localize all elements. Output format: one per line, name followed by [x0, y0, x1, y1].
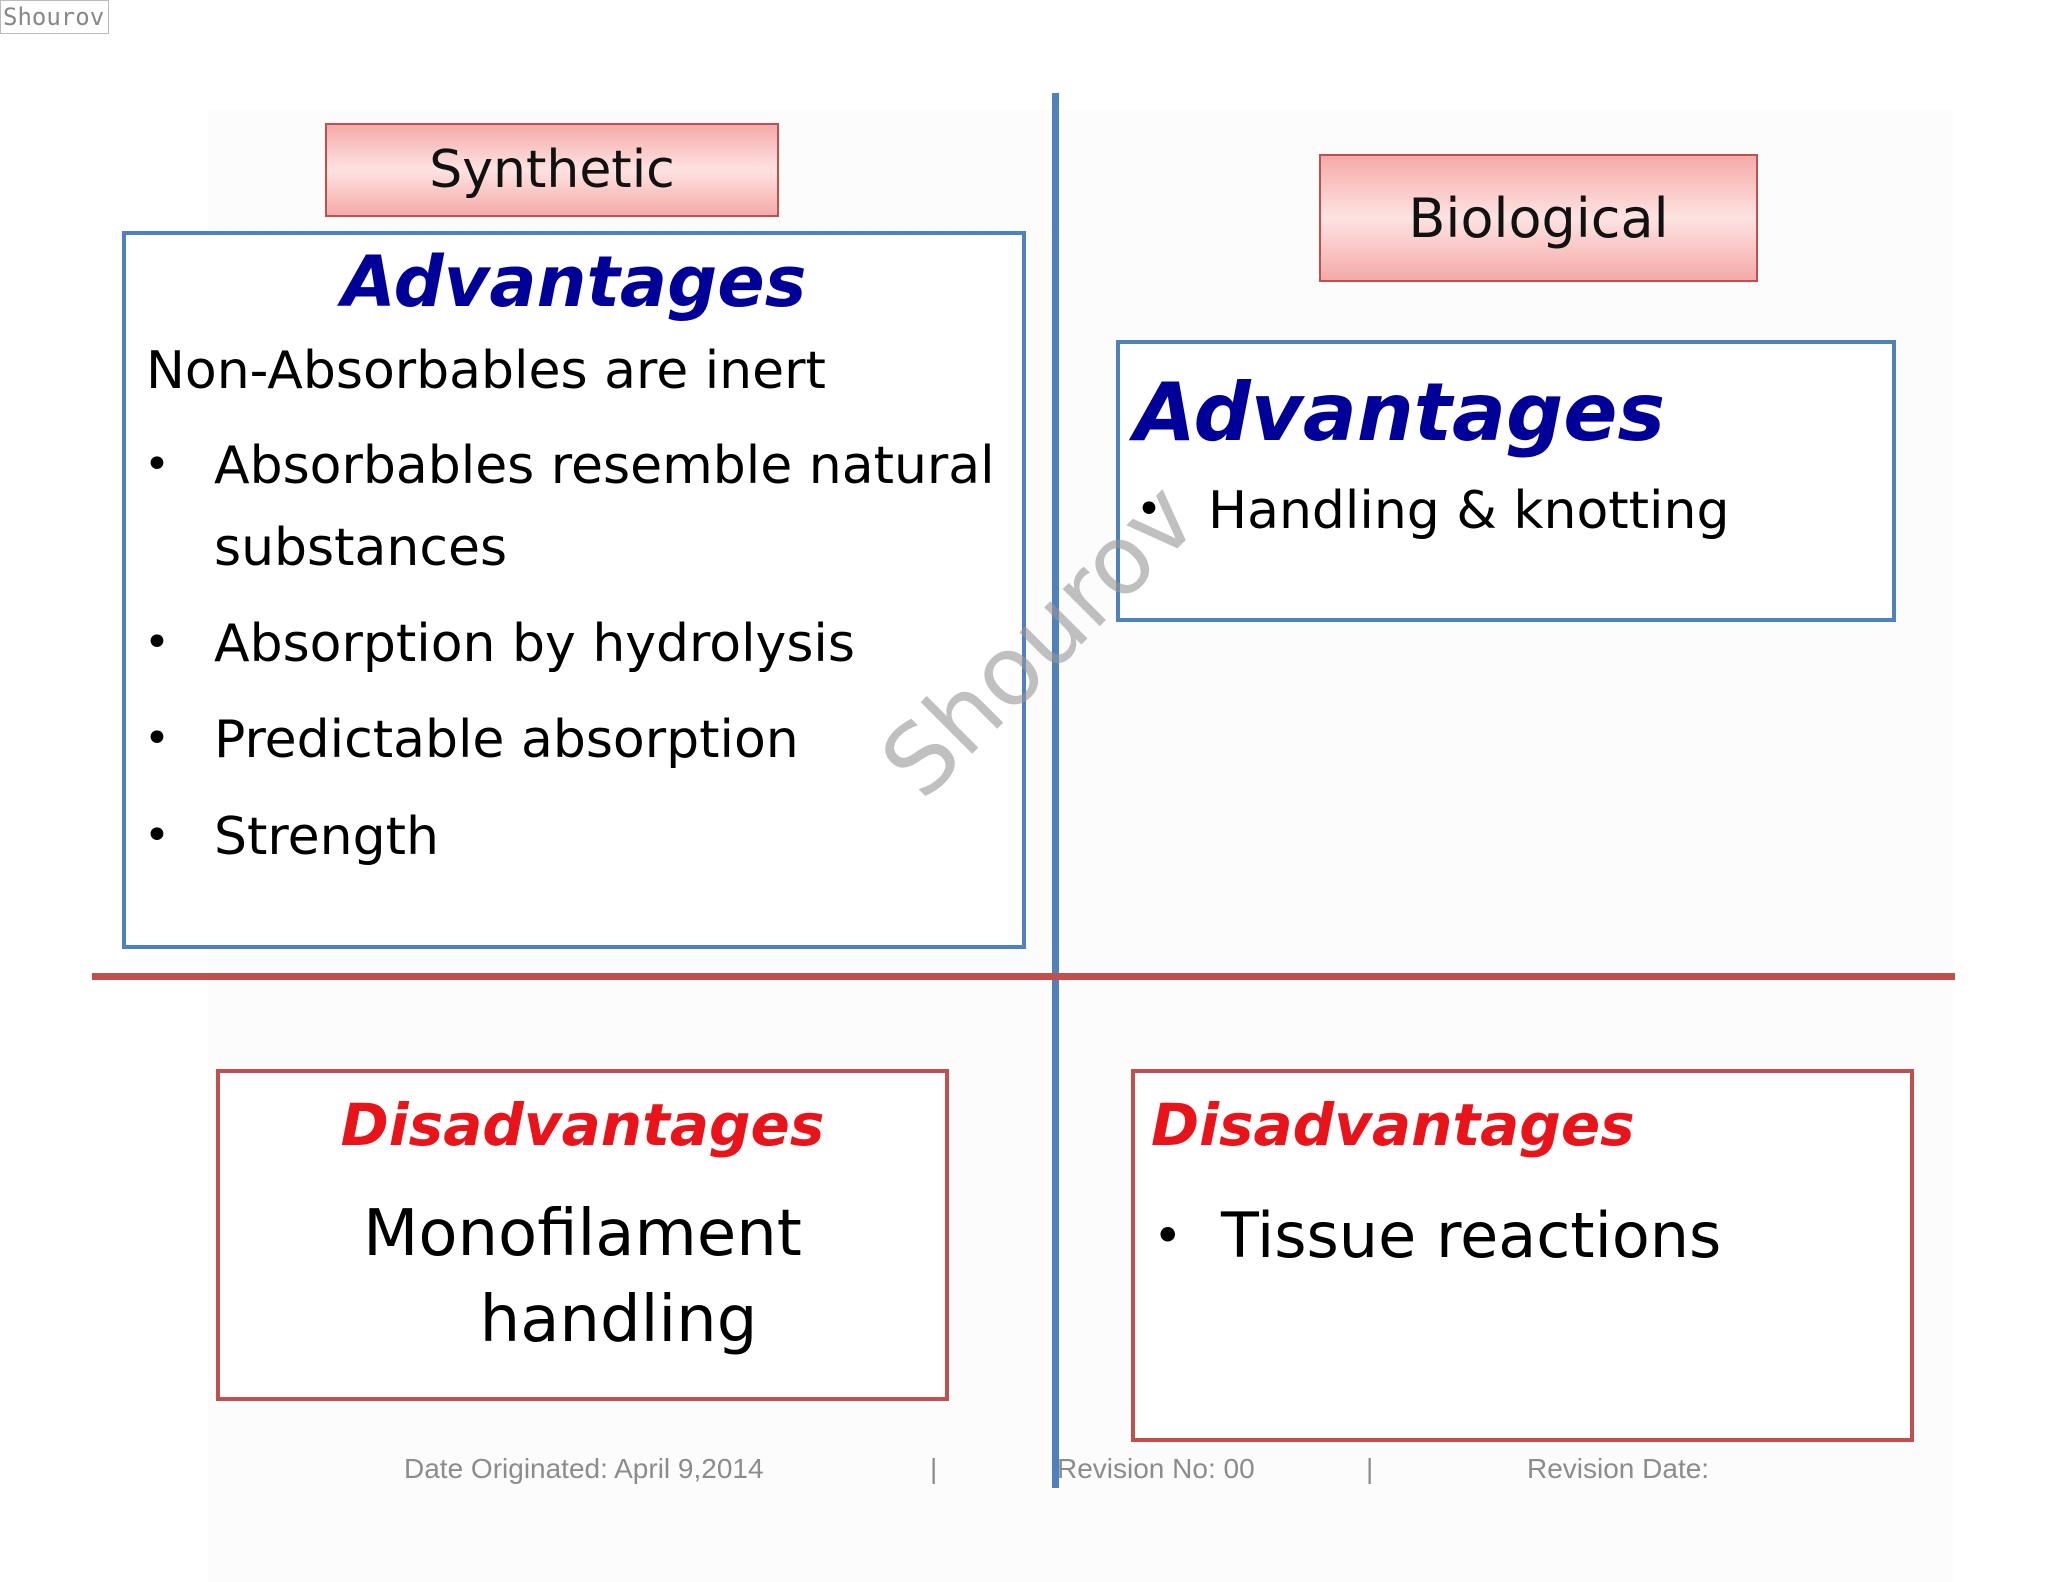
biological-advantages-box: Advantages • Handling & knotting	[1116, 340, 1896, 622]
biological-tag: Biological	[1319, 154, 1758, 282]
vertical-divider	[1052, 93, 1059, 1488]
synthetic-advantages-box: Advantages Non-Absorbables are inert • A…	[122, 231, 1026, 949]
bullet-icon: •	[1153, 1207, 1183, 1265]
synthetic-disadvantages-text: Monofilament handling	[220, 1191, 945, 1363]
bullet-icon: •	[144, 713, 170, 764]
list-item-line: Tissue reactions	[1221, 1199, 1722, 1272]
list-item-line: Absorbables resemble natural	[214, 436, 995, 496]
footer-date-originated: Date Originated: April 9,2014	[404, 1453, 764, 1484]
synthetic-disadvantages-line: Monofilament	[363, 1197, 802, 1271]
list-item-line: Handling & knotting	[1208, 481, 1730, 541]
biological-tag-label: Biological	[1408, 186, 1669, 250]
footer-revision-date: Revision Date:	[1527, 1453, 1710, 1484]
biological-disadvantages-heading: Disadvantages	[1151, 1091, 1635, 1159]
synthetic-advantages-intro: Non-Absorbables are inert	[146, 341, 826, 401]
synthetic-disadvantages-heading: Disadvantages	[340, 1091, 825, 1159]
bullet-icon: •	[1136, 484, 1162, 535]
bullet-icon: •	[144, 439, 170, 490]
biological-disadvantages-box: Disadvantages • Tissue reactions	[1131, 1069, 1914, 1442]
corner-watermark-label: Shourov	[0, 0, 110, 34]
bullet-icon: •	[144, 810, 170, 861]
bullet-icon: •	[144, 617, 170, 668]
list-item-line: Absorption by hydrolysis	[214, 614, 855, 674]
footer-separator: |	[1366, 1453, 1374, 1484]
synthetic-tag: Synthetic	[325, 123, 779, 217]
synthetic-disadvantages-line: handling	[479, 1283, 758, 1357]
footer-revision-no: Revision No: 00	[1057, 1453, 1255, 1484]
list-item-line: Strength	[214, 807, 439, 867]
footer-separator: |	[930, 1453, 938, 1484]
list-item-line: substances	[214, 518, 508, 578]
synthetic-disadvantages-box: Disadvantages Monofilament handling	[216, 1069, 949, 1401]
synthetic-tag-label: Synthetic	[429, 140, 675, 200]
biological-advantages-heading: Advantages	[1134, 366, 1666, 459]
list-item-line: Predictable absorption	[214, 710, 799, 770]
horizontal-divider	[92, 973, 1955, 980]
synthetic-advantages-heading: Advantages	[341, 241, 807, 323]
